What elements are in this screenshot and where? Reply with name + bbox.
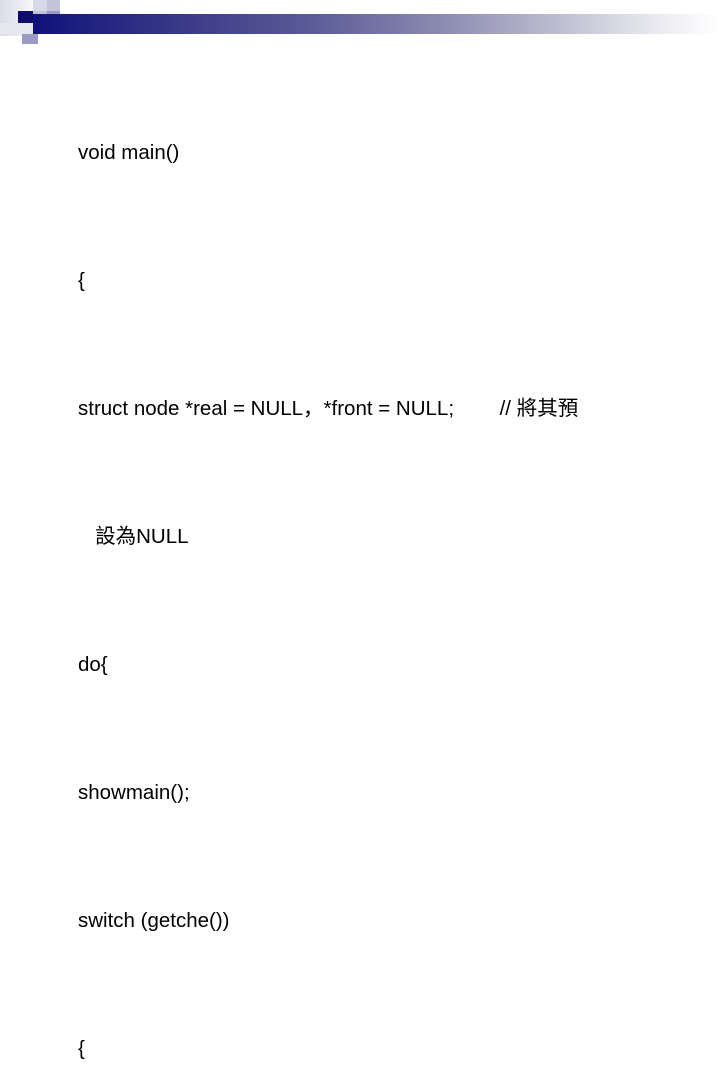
decoration-square-paler-b <box>0 23 18 34</box>
code-line: { <box>78 269 85 292</box>
decoration-square-paler-a <box>18 23 33 34</box>
code-line-comment <box>454 397 500 420</box>
code-text-block: void main() { struct node *real = NULL，*… <box>78 41 706 1080</box>
gradient-bar <box>33 14 720 34</box>
code-line-text: 設為NULL <box>95 525 189 548</box>
code-line: { <box>78 1037 85 1060</box>
decoration-square-mid-c <box>22 34 38 44</box>
code-line: 設為NULL <box>78 521 706 553</box>
code-line: struct node *real = NULL，*front = NULL; … <box>78 393 706 425</box>
code-line: switch (getche()) <box>78 909 230 932</box>
decoration-square-navy <box>18 11 33 23</box>
code-line-comment-text: // 將其預 <box>499 397 579 420</box>
decoration-square-light-b <box>47 0 60 11</box>
code-line: do{ <box>78 653 108 676</box>
code-line: void main() <box>78 141 180 164</box>
code-line: showmain(); <box>78 781 190 804</box>
code-line-indent <box>78 525 95 548</box>
decoration-square-pale-a <box>33 0 47 11</box>
code-line-text: struct node *real = NULL，*front = NULL; <box>78 397 455 420</box>
